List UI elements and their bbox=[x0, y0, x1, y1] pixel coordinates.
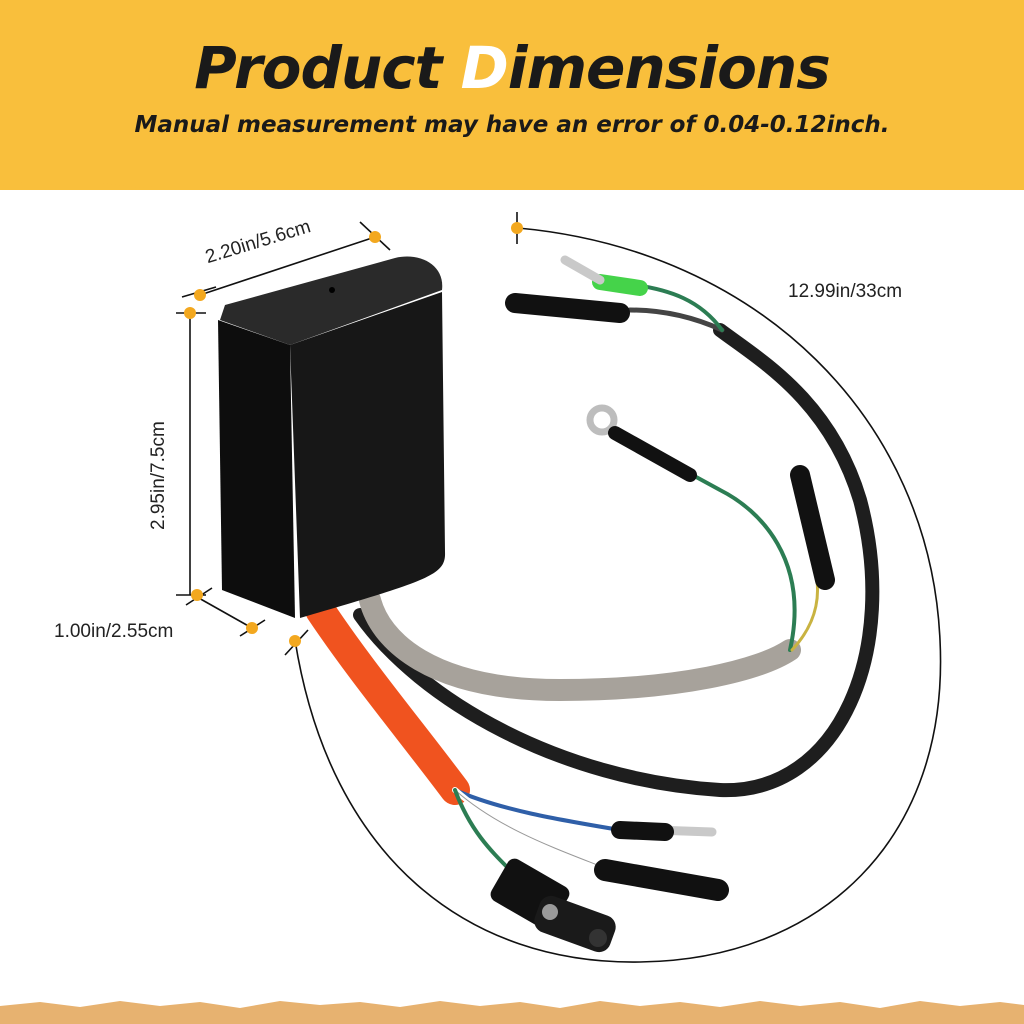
measurement-note: Manual measurement may have an error of … bbox=[134, 112, 890, 138]
depth-dimension-label: 1.00in/2.55cm bbox=[54, 621, 174, 642]
white-wire bbox=[452, 787, 613, 873]
cdi-module bbox=[218, 256, 446, 618]
marker-dot bbox=[511, 222, 523, 234]
title-part-1: Product bbox=[194, 34, 461, 102]
two-pin-socket bbox=[534, 895, 616, 953]
blue-wire bbox=[453, 788, 622, 832]
module-top bbox=[220, 256, 443, 345]
cable-length-arc bbox=[294, 227, 942, 963]
thin-wire-top bbox=[627, 307, 725, 333]
white-wire-outline bbox=[454, 789, 611, 871]
title-part-2: imensions bbox=[507, 34, 831, 102]
marker-dot bbox=[246, 622, 258, 634]
black-bullet-bottom-2 bbox=[594, 859, 729, 901]
dimension-markers bbox=[184, 222, 523, 647]
cable-length-label: 12.99in/33cm bbox=[788, 281, 903, 302]
connectors bbox=[490, 255, 835, 953]
marker-dot bbox=[369, 231, 381, 243]
header-banner bbox=[0, 0, 1024, 190]
marker-dot bbox=[191, 589, 203, 601]
black-bullet-right bbox=[790, 465, 835, 590]
height-dimension-label: 2.95in/7.5cm bbox=[148, 421, 169, 530]
vent-hole bbox=[329, 287, 335, 293]
grey-cable bbox=[359, 589, 801, 702]
black-bullet-top bbox=[505, 293, 630, 323]
footer-texture-strip bbox=[0, 1001, 1024, 1024]
module-side bbox=[218, 320, 295, 618]
green-wire-low bbox=[453, 788, 512, 872]
ring-terminal bbox=[586, 404, 618, 436]
module-front bbox=[290, 292, 446, 618]
black-main-cable bbox=[353, 323, 880, 798]
depth-dimension-line bbox=[196, 596, 253, 629]
marker-dot bbox=[184, 307, 196, 319]
silver-pin bbox=[560, 255, 605, 285]
orange-sleeve bbox=[305, 595, 470, 805]
green-wire bbox=[663, 458, 797, 652]
page-title: Product Dimensions bbox=[0, 30, 1024, 106]
black-bullet-bottom-1 bbox=[611, 821, 674, 841]
marker-dot bbox=[194, 289, 206, 301]
cable-harness bbox=[305, 283, 880, 873]
width-dimension-line bbox=[199, 236, 376, 296]
title-accent-letter: D bbox=[460, 34, 509, 102]
header-torn-edge bbox=[0, 170, 1024, 188]
green-terminal bbox=[592, 274, 648, 296]
ring-heatshrink bbox=[608, 426, 697, 482]
marker-dot bbox=[289, 635, 301, 647]
